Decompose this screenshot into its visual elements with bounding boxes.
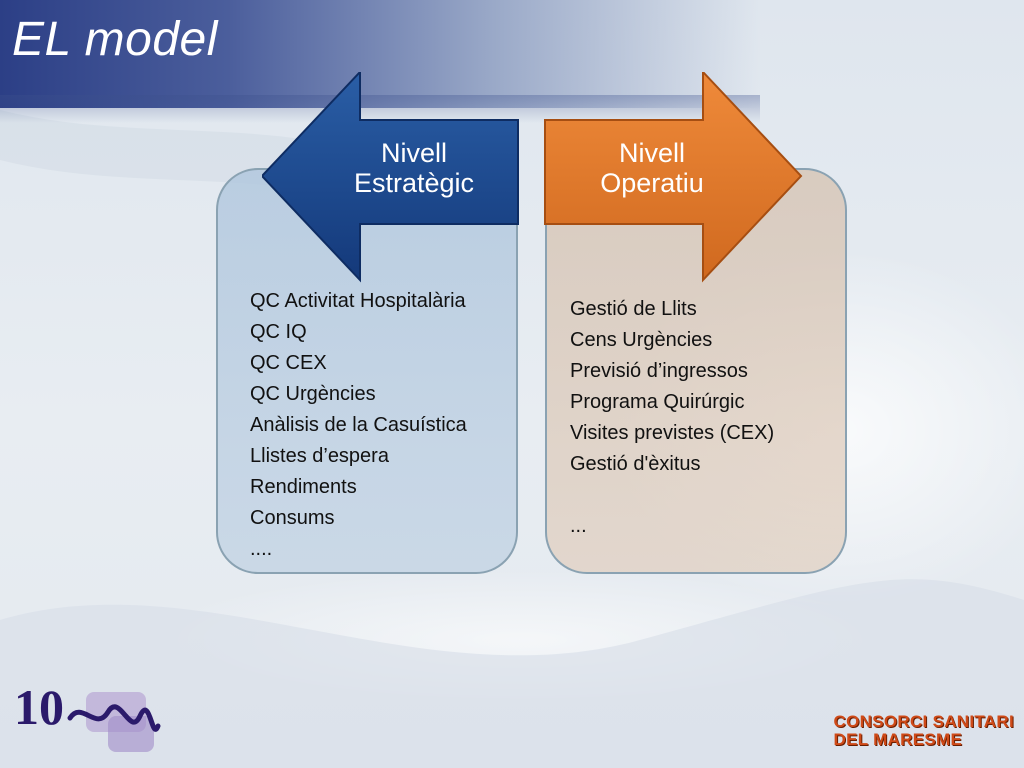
operative-label-line1: Nivell xyxy=(618,138,685,168)
strategic-label-line1: Nivell xyxy=(380,138,447,168)
strategic-panel xyxy=(216,168,518,574)
operative-arrow-label: Nivell Operatiu xyxy=(560,138,744,198)
ten-years-logo: 10 xyxy=(12,672,162,762)
operative-arrow xyxy=(544,72,803,283)
ten-years-logo-icon: 10 xyxy=(14,679,161,752)
list-item: Anàlisis de la Casuística xyxy=(250,414,467,436)
strategic-arrow-label: Nivell Estratègic xyxy=(322,138,506,198)
strategic-arrow xyxy=(262,72,519,283)
slide-title: EL model xyxy=(12,13,218,66)
strategic-list: QC Activitat Hospitalària QC IQ QC CEX Q… xyxy=(250,286,467,565)
list-item: Llistes d’espera xyxy=(250,445,389,467)
list-item: Programa Quirúrgic xyxy=(570,391,745,413)
logo-number: 10 xyxy=(14,679,64,735)
title-band xyxy=(0,0,760,108)
consorci-sanitari-logo: CONSORCI SANITARI DEL MARESME xyxy=(834,713,1014,749)
list-item: Previsió d’ingressos xyxy=(570,360,748,382)
org-name-line1: CONSORCI SANITARI xyxy=(833,712,1014,731)
list-item: Rendiments xyxy=(250,476,357,498)
org-name-line2: DEL MARESME xyxy=(833,730,963,749)
list-item: .... xyxy=(250,538,273,560)
title-band-fade xyxy=(0,95,760,123)
list-item: QC CEX xyxy=(250,352,327,374)
list-item-ellipsis: ... xyxy=(570,515,587,537)
list-item: Gestió de Llits xyxy=(570,298,697,320)
list-item: QC IQ xyxy=(250,321,307,343)
operative-list: Gestió de Llits Cens Urgències Previsió … xyxy=(570,294,774,542)
list-item: QC Activitat Hospitalària xyxy=(250,290,466,312)
list-item: Gestió d'èxitus xyxy=(570,453,701,475)
list-item: QC Urgències xyxy=(250,383,376,405)
list-item: Consums xyxy=(250,507,335,529)
operative-label-line2: Operatiu xyxy=(600,168,704,198)
strategic-label-line2: Estratègic xyxy=(353,168,475,198)
list-item: Visites previstes (CEX) xyxy=(570,422,775,444)
list-item: Cens Urgències xyxy=(570,329,713,351)
operative-panel xyxy=(545,168,847,574)
